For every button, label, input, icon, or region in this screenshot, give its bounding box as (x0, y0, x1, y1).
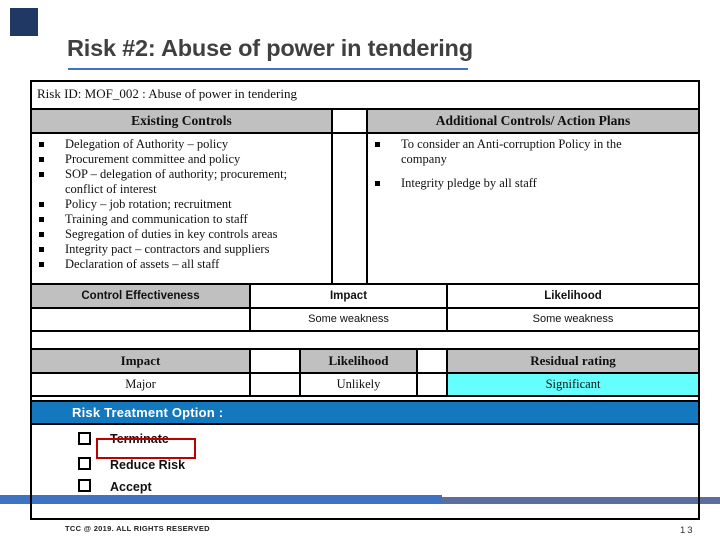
list-item: To consider an Anti-corruption Policy in… (374, 137, 696, 167)
header-gap-cell (331, 108, 368, 134)
likelihood-assessment-value: Some weakness (446, 307, 700, 332)
table-border-segment (698, 494, 700, 505)
table-border-segment (30, 494, 32, 505)
residual-rating-header: Residual rating (446, 348, 700, 374)
list-item-text: Policy – job rotation; recruitment (65, 197, 232, 211)
list-item-text: Integrity pact – contractors and supplie… (65, 242, 270, 256)
list-item: Policy – job rotation; recruitment (38, 197, 329, 212)
copyright-text: TCC @ 2019. ALL RIGHTS RESERVED (65, 524, 210, 533)
existing-controls-header: Existing Controls (30, 108, 333, 134)
list-item-text: Segregation of duties in key controls ar… (65, 227, 278, 241)
likelihood-header-a: Likelihood (446, 283, 700, 309)
list-item: Delegation of Authority – policy (38, 137, 329, 152)
residual-gap-cell (416, 348, 448, 374)
list-item-text: Training and communication to staff (65, 212, 248, 226)
list-item-text: SOP – delegation of authority; procureme… (65, 167, 288, 196)
risk-table: Risk ID: MOF_002 : Abuse of power in ten… (30, 80, 700, 520)
list-item: Integrity pact – contractors and supplie… (38, 242, 329, 257)
likelihood-residual-value: Unlikely (299, 372, 418, 397)
square-bullet-icon (39, 247, 44, 252)
accept-checkbox[interactable] (78, 479, 91, 492)
list-item-text: To consider an Anti-corruption Policy in… (401, 137, 622, 166)
page-title: Risk #2: Abuse of power in tendering (67, 35, 473, 61)
square-bullet-icon (39, 262, 44, 267)
list-item: Integrity pledge by all staff (374, 176, 696, 191)
square-bullet-icon (39, 172, 44, 177)
additional-controls-cell: To consider an Anti-corruption Policy in… (366, 132, 700, 285)
terminate-checkbox[interactable] (78, 432, 91, 445)
risk-id-row: Risk ID: MOF_002 : Abuse of power in ten… (30, 80, 700, 110)
square-bullet-icon (39, 202, 44, 207)
impact-header-a: Impact (249, 283, 448, 309)
residual-gap-cell (249, 348, 301, 374)
list-item: SOP – delegation of authority; procureme… (38, 167, 329, 197)
page-number: 13 (680, 525, 695, 536)
impact-header-b: Impact (30, 348, 251, 374)
impact-assessment-value: Some weakness (249, 307, 448, 332)
reduce-risk-label: Reduce Risk (110, 458, 186, 472)
list-item: Segregation of duties in key controls ar… (38, 227, 329, 242)
square-bullet-icon (39, 157, 44, 162)
list-item-text: Procurement committee and policy (65, 152, 241, 166)
list-item-text: Declaration of assets – all staff (65, 257, 220, 271)
list-item-text: Integrity pledge by all staff (401, 176, 537, 190)
additional-controls-header: Additional Controls/ Action Plans (366, 108, 700, 134)
residual-gap-cell (416, 372, 448, 397)
body-gap-cell (331, 132, 368, 285)
risk-treatment-header: Risk Treatment Option : (30, 400, 700, 425)
square-bullet-icon (39, 232, 44, 237)
accept-label: Accept (110, 480, 152, 494)
square-bullet-icon (375, 142, 380, 147)
list-item-text: Delegation of Authority – policy (65, 137, 229, 151)
list-item: Training and communication to staff (38, 212, 329, 227)
control-effectiveness-header: Control Effectiveness (30, 283, 251, 309)
list-item: Declaration of assets – all staff (38, 257, 329, 272)
residual-rating-value: Significant (446, 372, 700, 397)
red-annotation-box (96, 438, 196, 459)
impact-residual-value: Major (30, 372, 251, 397)
likelihood-header-b: Likelihood (299, 348, 418, 374)
control-effectiveness-value (30, 307, 251, 332)
list-item: Procurement committee and policy (38, 152, 329, 167)
additional-controls-list: To consider an Anti-corruption Policy in… (374, 137, 696, 191)
bottom-rule-blue (0, 495, 442, 504)
square-bullet-icon (39, 142, 44, 147)
reduce-risk-checkbox[interactable] (78, 457, 91, 470)
title-underline (68, 68, 468, 70)
square-bullet-icon (375, 181, 380, 186)
slide-accent-square-icon (10, 8, 38, 36)
residual-gap-cell (249, 372, 301, 397)
square-bullet-icon (39, 217, 44, 222)
